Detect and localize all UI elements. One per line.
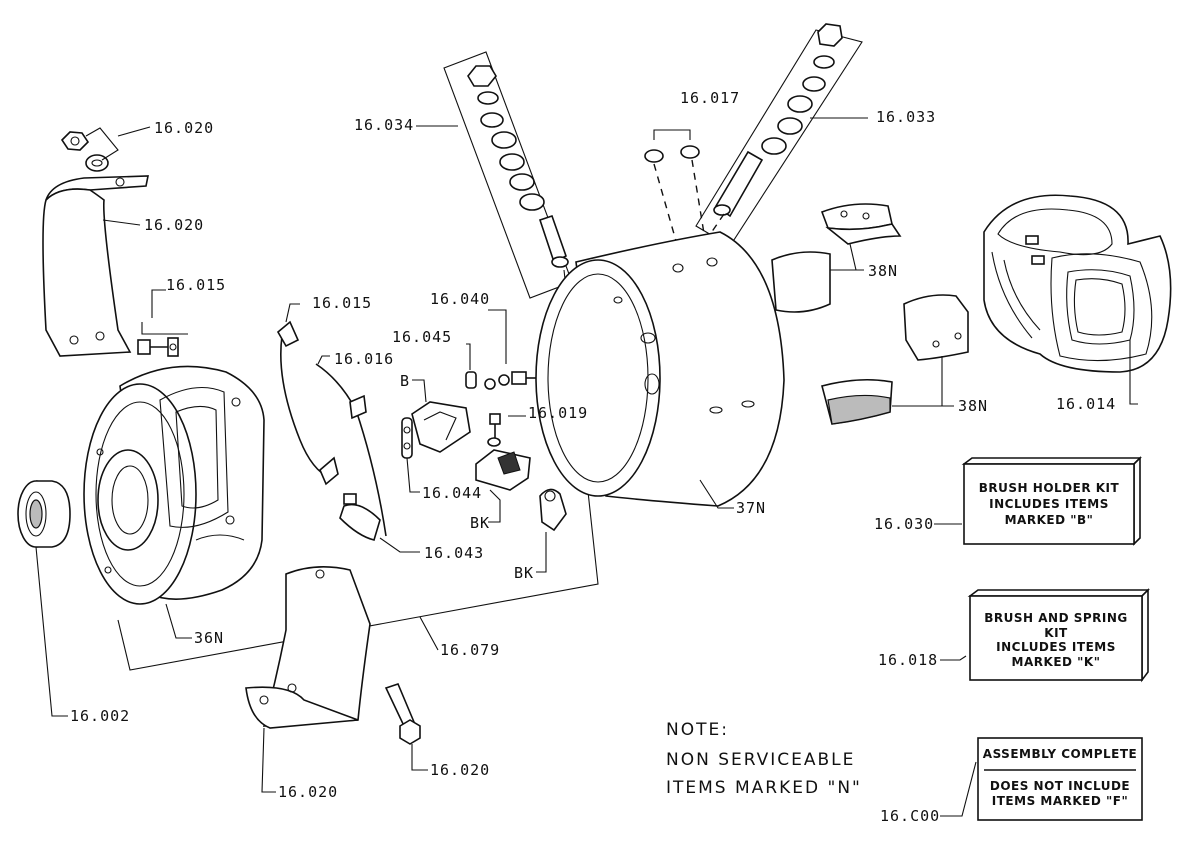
label-16-045: 16.045 xyxy=(392,328,453,346)
label-16-034: 16.034 xyxy=(354,116,415,134)
label-16-043: 16.043 xyxy=(424,544,485,562)
end-bell-housing xyxy=(83,365,265,605)
label-bk-brush: BK xyxy=(470,514,491,532)
label-16-020-strap: 16.020 xyxy=(144,216,205,234)
label-16-002: 16.002 xyxy=(70,707,131,725)
brush-holder xyxy=(401,379,471,459)
stud-hardware-stack-left xyxy=(416,51,573,299)
assembly-box-line-2: DOES NOT INCLUDE xyxy=(989,779,1131,793)
pole-shoe-top xyxy=(820,203,902,245)
label-16-015-left: 16.015 xyxy=(166,276,227,294)
label-16-017: 16.017 xyxy=(680,89,741,107)
label-16-019: 16.019 xyxy=(528,404,589,422)
label-16-000: 16.C00 xyxy=(880,807,941,825)
label-16-020-top: 16.020 xyxy=(154,119,215,137)
brush-spring-kit-line-4: MARKED "K" xyxy=(1011,655,1101,669)
label-36n: 36N xyxy=(194,629,225,647)
motor-frame xyxy=(535,231,785,507)
pole-shoe-right xyxy=(903,294,969,361)
label-38n-top: 38N xyxy=(868,262,899,280)
label-16-033: 16.033 xyxy=(876,108,937,126)
label-16-020-bottom: 16.020 xyxy=(278,783,339,801)
label-37n: 37N xyxy=(736,499,767,517)
stud-hardware-stack-right xyxy=(695,23,868,247)
spacer-screw-part xyxy=(465,309,540,390)
clamp-strap-bottom xyxy=(245,566,371,729)
label-16-020-bolt: 16.020 xyxy=(430,761,491,779)
label-38n-bottom: 38N xyxy=(958,397,989,415)
label-16-040: 16.040 xyxy=(430,290,491,308)
brush-spring-kit-line-3: INCLUDES ITEMS xyxy=(996,640,1116,654)
field-coil-assembly xyxy=(983,194,1172,373)
ball-bearing xyxy=(17,480,71,548)
brush-holder-kit-line-3: MARKED "B" xyxy=(1004,513,1094,527)
mounting-bolt xyxy=(384,683,428,771)
note-line-3: ITEMS MARKED "N" xyxy=(666,778,862,798)
brush-holder-kit-line-1: BRUSH HOLDER KIT xyxy=(978,481,1120,495)
brush-spring xyxy=(536,488,567,573)
brush-holder-kit-box xyxy=(961,456,1142,546)
brush-leads xyxy=(276,320,387,541)
assembly-box-line-1: ASSEMBLY COMPLETE xyxy=(982,747,1138,761)
note-line-2: NON SERVICEABLE xyxy=(666,750,856,770)
label-16-079: 16.079 xyxy=(440,641,501,659)
clamp-strap-top xyxy=(42,175,149,357)
screw-nut-part xyxy=(137,289,188,357)
brush-block xyxy=(475,449,531,523)
label-16-044: 16.044 xyxy=(422,484,483,502)
label-16-018: 16.018 xyxy=(878,651,939,669)
pole-shoe-left xyxy=(771,251,831,313)
label-16-015-right: 16.015 xyxy=(312,294,373,312)
assembly-box-line-3: ITEMS MARKED "F" xyxy=(991,794,1129,808)
label-16-016: 16.016 xyxy=(334,350,395,368)
brush-holder-kit-line-2: INCLUDES ITEMS xyxy=(989,497,1109,511)
nut-washer-part xyxy=(60,127,119,172)
terminal-screw xyxy=(487,413,526,447)
label-16-014: 16.014 xyxy=(1056,395,1117,413)
label-16-030: 16.030 xyxy=(874,515,935,533)
pole-shoe-bottom xyxy=(821,378,893,425)
brush-spring-kit-box xyxy=(967,588,1150,683)
label-b-mark: B xyxy=(400,372,411,390)
note-title: NOTE: xyxy=(666,720,729,740)
brush-spring-kit-line-1: BRUSH AND SPRING xyxy=(984,611,1128,625)
brush-spring-kit-line-2: KIT xyxy=(1044,626,1068,640)
label-bk-spring: BK xyxy=(514,564,535,582)
assembly-complete-box xyxy=(977,737,1143,821)
